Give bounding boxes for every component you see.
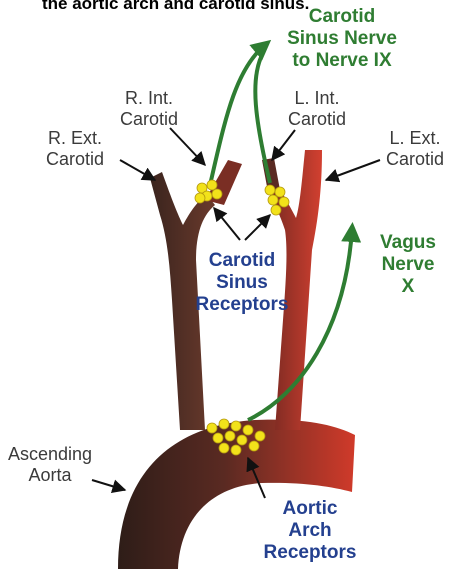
r-int-carotid-label: R. Int. Carotid (119, 88, 179, 129)
right-carotid-sinus-receptors (264, 184, 290, 216)
left-carotid-sinus-receptors (194, 179, 223, 204)
vagus-nerve-line (247, 222, 362, 422)
aortic-arch-receptors (206, 418, 266, 456)
carotid-sinus-nerve-label: Carotid Sinus Nerve to Nerve IX (287, 6, 397, 71)
pointer-l-int (271, 129, 296, 162)
pointer-csr-right (244, 214, 271, 241)
carotid-sinus-nerve-line (208, 39, 272, 186)
pointer-csr-left (213, 206, 241, 241)
r-ext-carotid-label: R. Ext. Carotid (45, 128, 105, 169)
pointer-l-ext (324, 159, 381, 183)
ascending-aorta-label: Ascending Aorta (7, 444, 93, 485)
aortic-arch (118, 419, 355, 569)
vagus-nerve-label: Vagus Nerve X (380, 232, 436, 297)
pointer-r-int (169, 127, 206, 167)
carotid-sinus-nerve-line-2 (253, 54, 272, 184)
pointer-ascending-aorta (91, 479, 127, 494)
left-common-carotid (270, 150, 322, 430)
pointer-r-ext (119, 159, 157, 181)
figure-caption: the aortic arch and carotid sinus. (42, 0, 310, 13)
carotid-sinus-receptors-label: Carotid Sinus Receptors (195, 250, 289, 315)
pointer-aortic-arch-receptors (246, 456, 266, 499)
right-common-carotid (150, 172, 215, 430)
l-int-carotid-label: L. Int. Carotid (287, 88, 347, 129)
aortic-arch-receptors-label: Aortic Arch Receptors (263, 498, 357, 563)
l-ext-carotid-label: L. Ext. Carotid (385, 128, 445, 169)
